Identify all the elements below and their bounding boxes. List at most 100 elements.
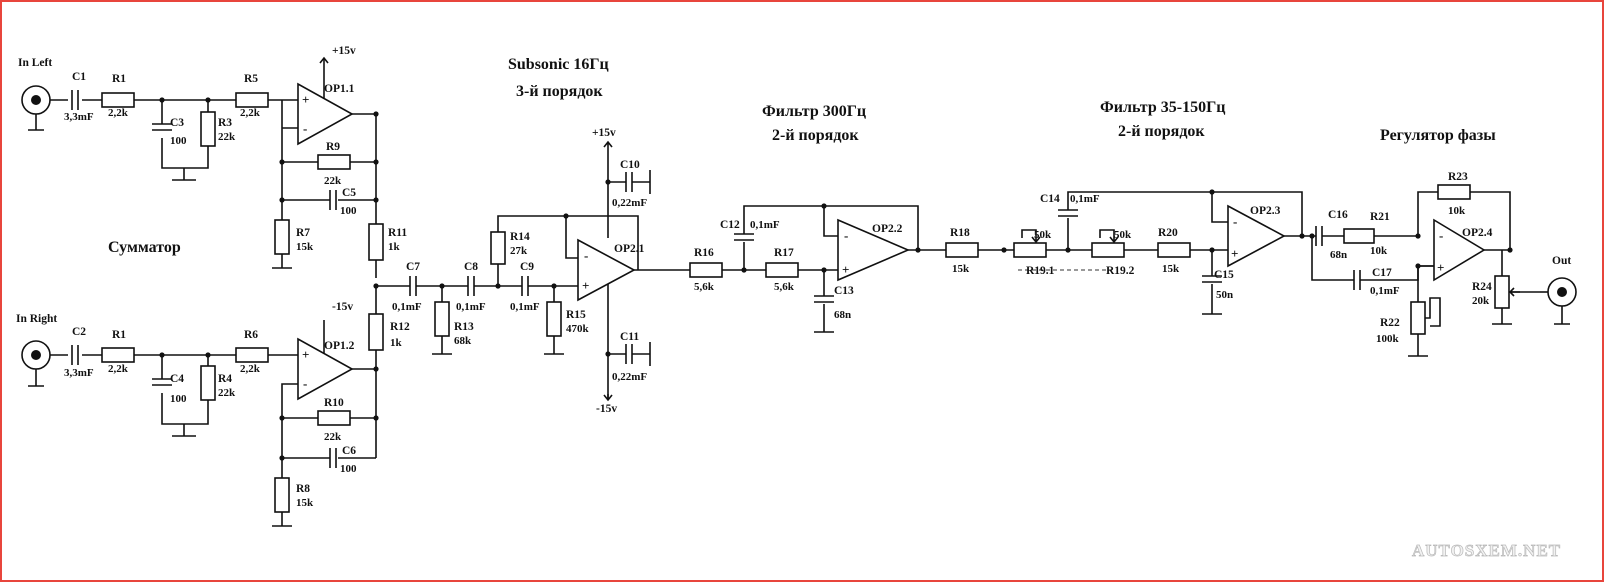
io-labels: In Left In Right Out [16,57,1571,325]
svg-text:0,1mF: 0,1mF [750,219,780,231]
svg-text:C7: C7 [406,261,420,273]
svg-text:+: + [302,92,309,107]
svg-text:C8: C8 [464,261,478,273]
opamp-labels: OP1.1 OP1.2 OP2.1 OP2.2 OP2.3 OP2.4 [324,83,1493,352]
svg-text:C10: C10 [620,159,640,171]
svg-text:R6: R6 [244,329,258,341]
watermark: AUTOSXEM.NET [1412,541,1561,560]
svg-text:R5: R5 [244,73,258,85]
svg-text:R13: R13 [454,321,474,333]
svg-text:50n: 50n [1216,289,1233,301]
junctions [159,97,1513,461]
svg-text:100: 100 [340,205,357,217]
svg-text:100: 100 [170,135,187,147]
svg-text:R8: R8 [296,483,310,495]
filter300-order: 2-й порядок [772,127,859,144]
svg-text:5,6k: 5,6k [694,281,715,293]
svg-text:+15v: +15v [592,127,616,139]
svg-text:0,22mF: 0,22mF [612,197,647,209]
svg-text:+: + [582,278,589,293]
svg-text:0,1mF: 0,1mF [456,301,486,313]
svg-text:2,2k: 2,2k [108,363,129,375]
svg-text:50k: 50k [1114,229,1132,241]
svg-text:R4: R4 [218,373,232,385]
svg-text:In Left: In Left [18,57,52,69]
svg-text:C6: C6 [342,445,356,457]
svg-text:-: - [1233,214,1237,229]
svg-text:R1: R1 [112,73,126,85]
svg-text:2,2k: 2,2k [108,107,129,119]
svg-text:2,2k: 2,2k [240,363,261,375]
svg-text:68k: 68k [454,335,472,347]
svg-text:R21: R21 [1370,211,1390,223]
svg-text:OP2.2: OP2.2 [872,223,903,235]
rail-labels: +15v -15v +15v -15v [319,45,617,415]
svg-text:OP2.1: OP2.1 [614,243,645,255]
svg-text:+: + [842,262,849,277]
svg-text:15k: 15k [1162,263,1180,275]
svg-text:68n: 68n [834,309,851,321]
output-connector [1540,277,1577,325]
svg-text:3,3mF: 3,3mF [64,111,94,123]
opamp-op2-2: - + [837,218,911,282]
svg-text:R3: R3 [218,117,232,129]
filter300-labels: R16 5,6k R17 5,6k C12 0,1mF C13 68n [694,219,854,321]
opamp-op2-4: - + [1433,218,1486,282]
svg-text:+15v: +15v [332,45,356,57]
right-channel-labels: C2 3,3mF R1 2,2k R6 2,2k C4 100 R4 22k R… [64,321,410,509]
svg-text:+: + [1231,246,1238,261]
svg-text:C14: C14 [1040,193,1060,205]
svg-text:-: - [303,121,307,136]
opamp-op1-1: + - [297,58,354,146]
svg-text:R24: R24 [1472,281,1492,293]
svg-text:68n: 68n [1330,249,1347,261]
svg-text:C5: C5 [342,187,356,199]
filter35-order: 2-й порядок [1118,123,1205,140]
wires [50,99,1540,526]
svg-text:OP1.2: OP1.2 [324,340,355,352]
svg-text:R11: R11 [388,227,407,239]
svg-text:R10: R10 [324,397,344,409]
svg-text:OP2.4: OP2.4 [1462,227,1493,239]
opamp-op2-1: - + [577,238,636,302]
svg-text:C11: C11 [620,331,639,343]
svg-text:R22: R22 [1380,317,1400,329]
svg-text:C12: C12 [720,219,740,231]
svg-text:R14: R14 [510,231,530,243]
svg-text:22k: 22k [324,431,342,443]
svg-text:C9: C9 [520,261,534,273]
svg-text:-: - [844,228,848,243]
svg-text:0,1mF: 0,1mF [510,301,540,313]
section-titles: Subsonic 16Гц 3-й порядок Фильтр 300Гц 2… [108,56,1496,256]
svg-text:15k: 15k [952,263,970,275]
svg-text:100: 100 [170,393,187,405]
svg-text:R16: R16 [694,247,714,259]
svg-text:15k: 15k [296,241,314,253]
svg-text:2,2k: 2,2k [240,107,261,119]
filter35-title: Фильтр 35-150Гц [1100,99,1225,116]
input-connector-left [21,85,51,131]
svg-text:R17: R17 [774,247,794,259]
svg-text:22k: 22k [324,175,342,187]
svg-text:0,22mF: 0,22mF [612,371,647,383]
svg-text:R15: R15 [566,309,586,321]
svg-text:OP2.3: OP2.3 [1250,205,1281,217]
svg-text:C16: C16 [1328,209,1348,221]
left-channel-labels: C1 3,3mF R1 2,2k R5 2,2k C3 100 R3 22k R… [64,71,407,253]
svg-text:R12: R12 [390,321,410,333]
subsonic-labels: C7 0,1mF C8 0,1mF C9 0,1mF R13 68k R14 2… [392,159,647,383]
svg-text:0,1mF: 0,1mF [392,301,422,313]
svg-text:R20: R20 [1158,227,1178,239]
svg-text:R18: R18 [950,227,970,239]
svg-text:1k: 1k [388,241,401,253]
svg-text:C3: C3 [170,117,184,129]
svg-text:C15: C15 [1214,269,1234,281]
svg-text:1k: 1k [390,337,403,349]
input-connector-right [21,340,51,387]
subsonic-title: Subsonic 16Гц [508,56,609,73]
svg-text:27k: 27k [510,245,528,257]
opamp-op2-3: - + [1227,204,1286,268]
filter300-title: Фильтр 300Гц [762,103,866,120]
